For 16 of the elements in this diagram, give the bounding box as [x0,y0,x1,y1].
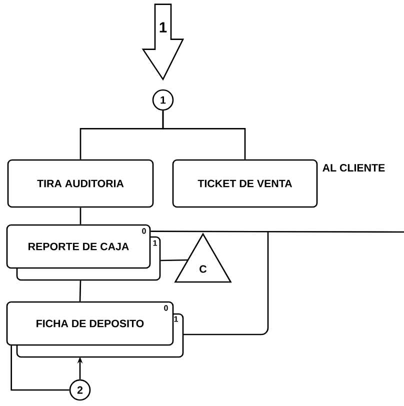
copy-number: 0 [142,228,146,234]
side-note: AL CLIENTE [322,164,385,172]
connector-line [162,110,246,160]
connector-line [80,208,82,224]
connector-line [160,259,188,262]
edge-label: 1 [158,20,168,34]
connector-line [10,346,70,391]
block-arrow [142,4,184,81]
document-box: TICKET DE VENTA [172,159,318,208]
copy-number: 0 [164,305,168,311]
connector-line [150,230,404,233]
connector-line [182,232,269,336]
connector-line [79,280,82,302]
copy-number: 1 [174,316,178,322]
copy-number: 1 [153,240,157,246]
document-box: TIRA AUDITORIA [7,159,154,208]
